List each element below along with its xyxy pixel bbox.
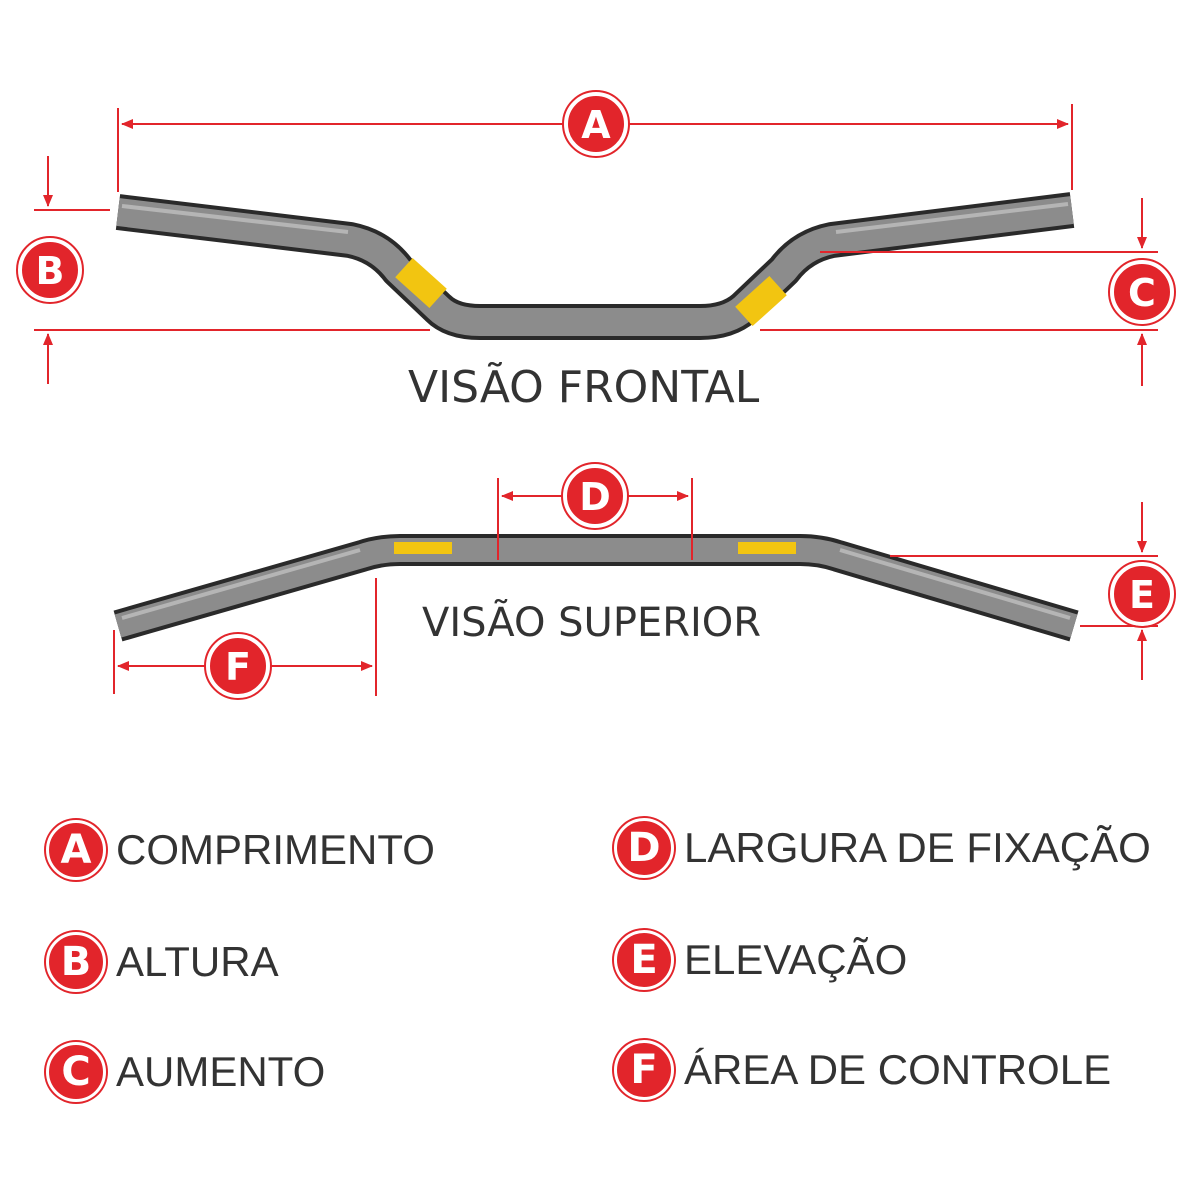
- marker-e-letter: E: [1129, 573, 1155, 617]
- handlebar-dimension-diagram: A B C D E F: [16, 90, 1176, 700]
- top-view-title: VISÃO SUPERIOR: [422, 600, 762, 646]
- dimension-a: [117, 104, 1073, 192]
- legend-badge-d: D: [614, 818, 674, 878]
- legend-badge-c: C: [46, 1042, 106, 1102]
- dimension-f: [113, 578, 377, 696]
- legend-label-f: ÁREA DE CONTROLE: [684, 1046, 1112, 1093]
- top-view-handlebar: [113, 534, 1079, 642]
- marker-d-letter: D: [579, 475, 611, 519]
- legend-badge-b: B: [46, 932, 106, 992]
- legend-badge-a: A: [46, 820, 106, 880]
- marker-a: A: [562, 90, 630, 158]
- marker-f-letter: F: [225, 645, 251, 689]
- legend-badge-f: F: [614, 1040, 674, 1100]
- marker-a-letter: A: [581, 103, 611, 147]
- dimension-c: [760, 198, 1158, 386]
- legend-item-b: B ALTURA: [46, 922, 279, 1002]
- marker-f: F: [204, 632, 272, 700]
- marker-c: C: [1108, 258, 1176, 326]
- legend: A COMPRIMENTO B ALTURA C AUMENTO D LARGU…: [0, 800, 1200, 1180]
- legend-label-a: COMPRIMENTO: [116, 826, 435, 873]
- marker-e: E: [1108, 560, 1176, 628]
- legend-label-d: LARGURA DE FIXAÇÃO: [684, 824, 1151, 871]
- decal-right: [735, 275, 787, 327]
- front-view-title: VISÃO FRONTAL: [408, 362, 760, 413]
- marker-b: B: [16, 236, 84, 304]
- legend-label-c: AUMENTO: [116, 1048, 326, 1095]
- legend-item-a: A COMPRIMENTO: [46, 810, 435, 890]
- legend-item-e: E ELEVAÇÃO: [614, 920, 907, 1000]
- legend-label-e: ELEVAÇÃO: [684, 936, 908, 983]
- legend-item-d: D LARGURA DE FIXAÇÃO: [614, 808, 1151, 888]
- legend-item-f: F ÁREA DE CONTROLE: [614, 1030, 1111, 1110]
- legend-item-c: C AUMENTO: [46, 1032, 325, 1112]
- top-decal-left: [394, 542, 452, 554]
- front-view-handlebar: [115, 192, 1075, 340]
- legend-label-b: ALTURA: [116, 938, 279, 985]
- legend-badge-e: E: [614, 930, 674, 990]
- top-decal-right: [738, 542, 796, 554]
- dimension-d: [497, 478, 693, 560]
- decal-left: [395, 257, 447, 309]
- marker-c-letter: C: [1128, 271, 1156, 315]
- marker-b-letter: B: [36, 249, 65, 293]
- dimension-b: [34, 156, 430, 384]
- marker-d: D: [561, 462, 629, 530]
